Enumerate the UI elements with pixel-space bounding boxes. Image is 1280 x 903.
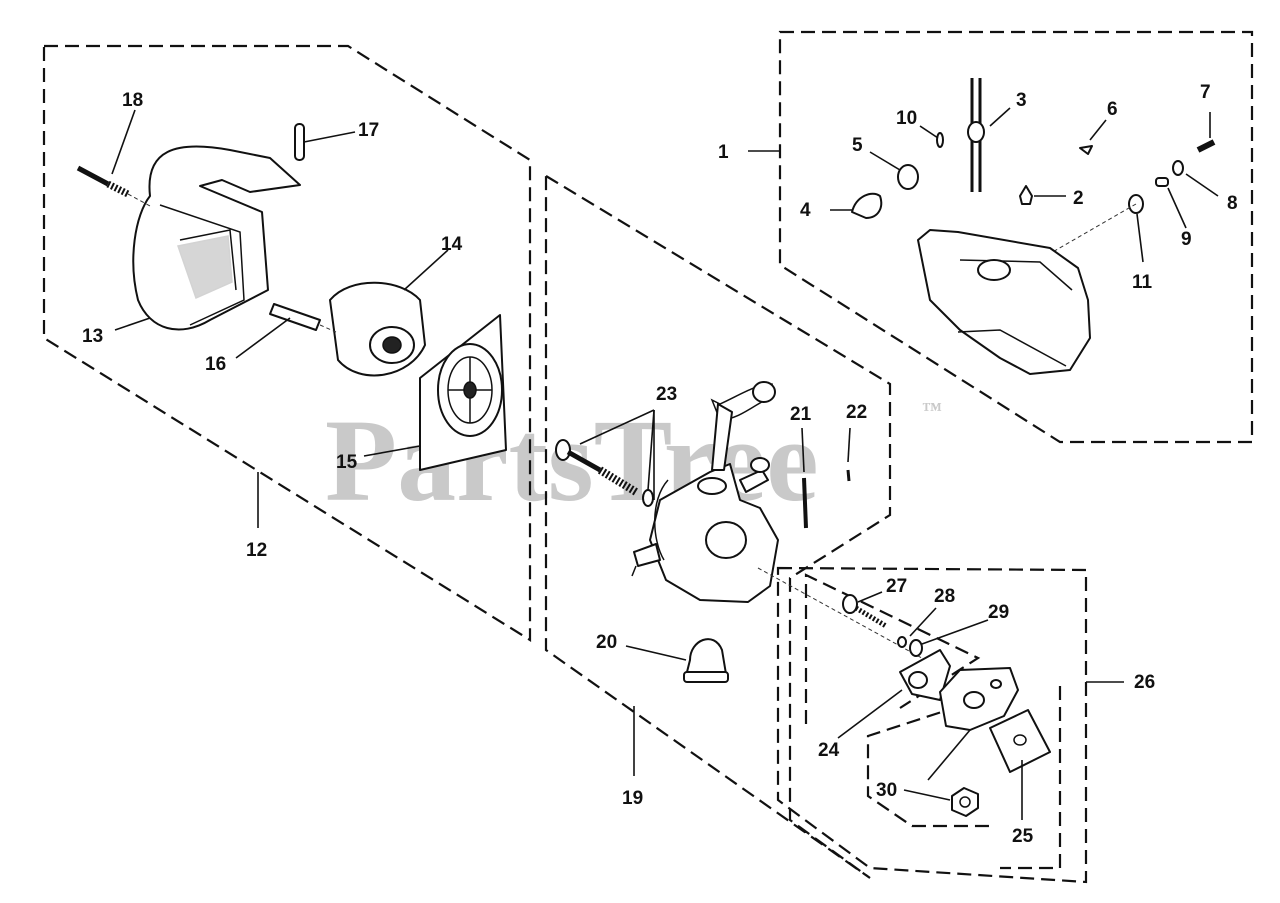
callout-30: 30	[876, 780, 897, 801]
group-26-boundary	[776, 566, 1088, 884]
fuel-tank-part	[917, 229, 1091, 375]
callout-11: 11	[1132, 272, 1153, 293]
group-19-boundary	[544, 174, 892, 879]
lock-washer-part	[897, 636, 907, 648]
callout-14: 14	[441, 234, 463, 255]
pin-part	[294, 123, 305, 161]
grommet-part	[897, 164, 919, 190]
callout-26: 26	[1134, 672, 1155, 693]
small-pin-part	[846, 469, 851, 482]
group-30-subboundary	[866, 704, 990, 828]
callout-7: 7	[1200, 82, 1211, 103]
pump-cover-part	[899, 649, 951, 701]
callout-4: 4	[800, 200, 811, 221]
group-12-boundary	[42, 44, 532, 642]
check-valve-part	[1079, 145, 1093, 155]
callout-12: 12	[246, 540, 267, 561]
shaft-part	[269, 303, 337, 333]
callout-2: 2	[1073, 188, 1084, 209]
callout-27: 27	[886, 576, 907, 597]
group-25-subboundary	[1000, 686, 1062, 870]
cover-screw-part	[842, 594, 888, 629]
screw-part	[76, 165, 151, 207]
callouts: 18 17 14 13 16 15 12 1 3 6 7 10 5 2 4 8 …	[82, 82, 1238, 847]
callout-23: 23	[656, 384, 677, 405]
carburetor-assembly	[555, 381, 941, 683]
callout-24: 24	[818, 740, 840, 761]
callout-25: 25	[1012, 826, 1034, 847]
callout-18: 18	[122, 90, 143, 111]
callout-8: 8	[1227, 193, 1238, 214]
carburetor-body-part	[631, 381, 779, 603]
callout-28: 28	[934, 586, 955, 607]
callout-17: 17	[358, 120, 379, 141]
fuel-tank-assembly	[851, 78, 1216, 375]
nut-part	[951, 787, 979, 817]
washer-part	[1172, 160, 1184, 176]
callout-10: 10	[896, 108, 917, 129]
rod-part	[802, 477, 808, 529]
callout-21: 21	[790, 404, 812, 425]
callout-3: 3	[1016, 90, 1027, 111]
spacer-part	[1155, 177, 1169, 187]
carburetor-bolt-part	[555, 439, 654, 507]
housing-cover-part	[132, 145, 301, 331]
clip-part	[851, 192, 883, 219]
grommet-small-part	[936, 132, 944, 148]
watermark-trademark: ™	[922, 399, 942, 421]
callout-29: 29	[988, 602, 1009, 623]
pulley-part	[329, 281, 426, 377]
diaphragm-assembly	[842, 594, 1051, 817]
fuel-line-part	[967, 78, 985, 192]
flat-washer-part	[909, 639, 923, 657]
group-boundaries	[42, 30, 1254, 884]
callout-6: 6	[1107, 99, 1118, 120]
callout-20: 20	[596, 632, 617, 653]
callout-9: 9	[1181, 229, 1192, 250]
plate-wheel-part	[419, 314, 507, 471]
callout-1: 1	[718, 142, 729, 163]
leader-lines	[111, 107, 1219, 820]
tank-screw-part	[1196, 139, 1216, 153]
diaphragm-part	[989, 709, 1051, 773]
primer-bulb-part	[683, 638, 729, 683]
pump-body-part	[939, 667, 1019, 731]
callout-5: 5	[852, 135, 863, 156]
callout-15: 15	[336, 452, 358, 473]
callout-16: 16	[205, 354, 226, 375]
callout-19: 19	[622, 788, 643, 809]
fuel-filter-part	[1019, 185, 1033, 205]
callout-22: 22	[846, 402, 867, 423]
callout-13: 13	[82, 326, 103, 347]
starter-cover-assembly	[76, 123, 507, 471]
group-1-boundary	[778, 30, 1254, 444]
